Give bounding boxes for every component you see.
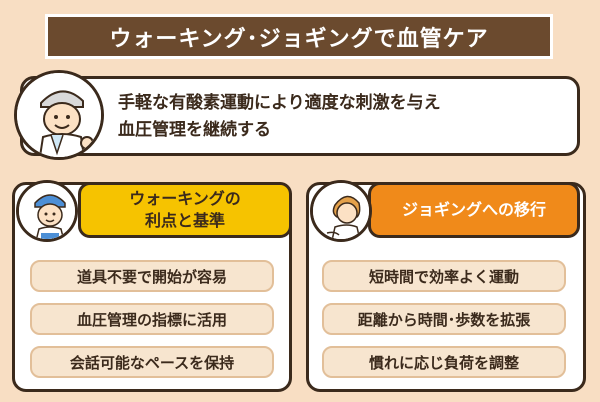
page-title-text: ウォーキング･ジョギングで血管ケア: [109, 26, 489, 52]
intro-box: [20, 76, 580, 156]
walking-item-3: 会話可能なペースを保持: [30, 346, 274, 378]
runner-man-icon: [17, 73, 101, 157]
jogging-item-2: 距離から時間･歩数を拡張: [322, 303, 566, 335]
jogging-header-text: ジョギングへの移行: [401, 200, 546, 219]
walking-panel-header: ウォーキングの 利点と基準: [78, 182, 292, 238]
runner-illustration: [14, 70, 104, 160]
intro-line-1: 手軽な有酸素運動により適度な刺激を与え: [118, 93, 441, 113]
walker-illustration: [16, 180, 78, 242]
jogger-illustration: [310, 180, 372, 242]
walking-item-2: 血圧管理の指標に活用: [30, 303, 274, 335]
walker-boy-icon: [19, 183, 75, 239]
intro-line-2: 血圧管理を継続する: [118, 120, 271, 140]
jogging-item-3: 慣れに応じ負荷を調整: [322, 346, 566, 378]
jogger-woman-icon: [313, 183, 369, 239]
walking-header-line-1: ウォーキングの: [129, 189, 241, 208]
walking-item-1: 道具不要で開始が容易: [30, 260, 274, 292]
jogging-item-1: 短時間で効率よく運動: [322, 260, 566, 292]
intro-text: 手軽な有酸素運動により適度な刺激を与え 血圧管理を継続する: [118, 90, 558, 144]
jogging-panel-header: ジョギングへの移行: [368, 182, 580, 238]
walking-header-line-2: 利点と基準: [144, 211, 225, 230]
page-title: ウォーキング･ジョギングで血管ケア: [45, 14, 553, 59]
